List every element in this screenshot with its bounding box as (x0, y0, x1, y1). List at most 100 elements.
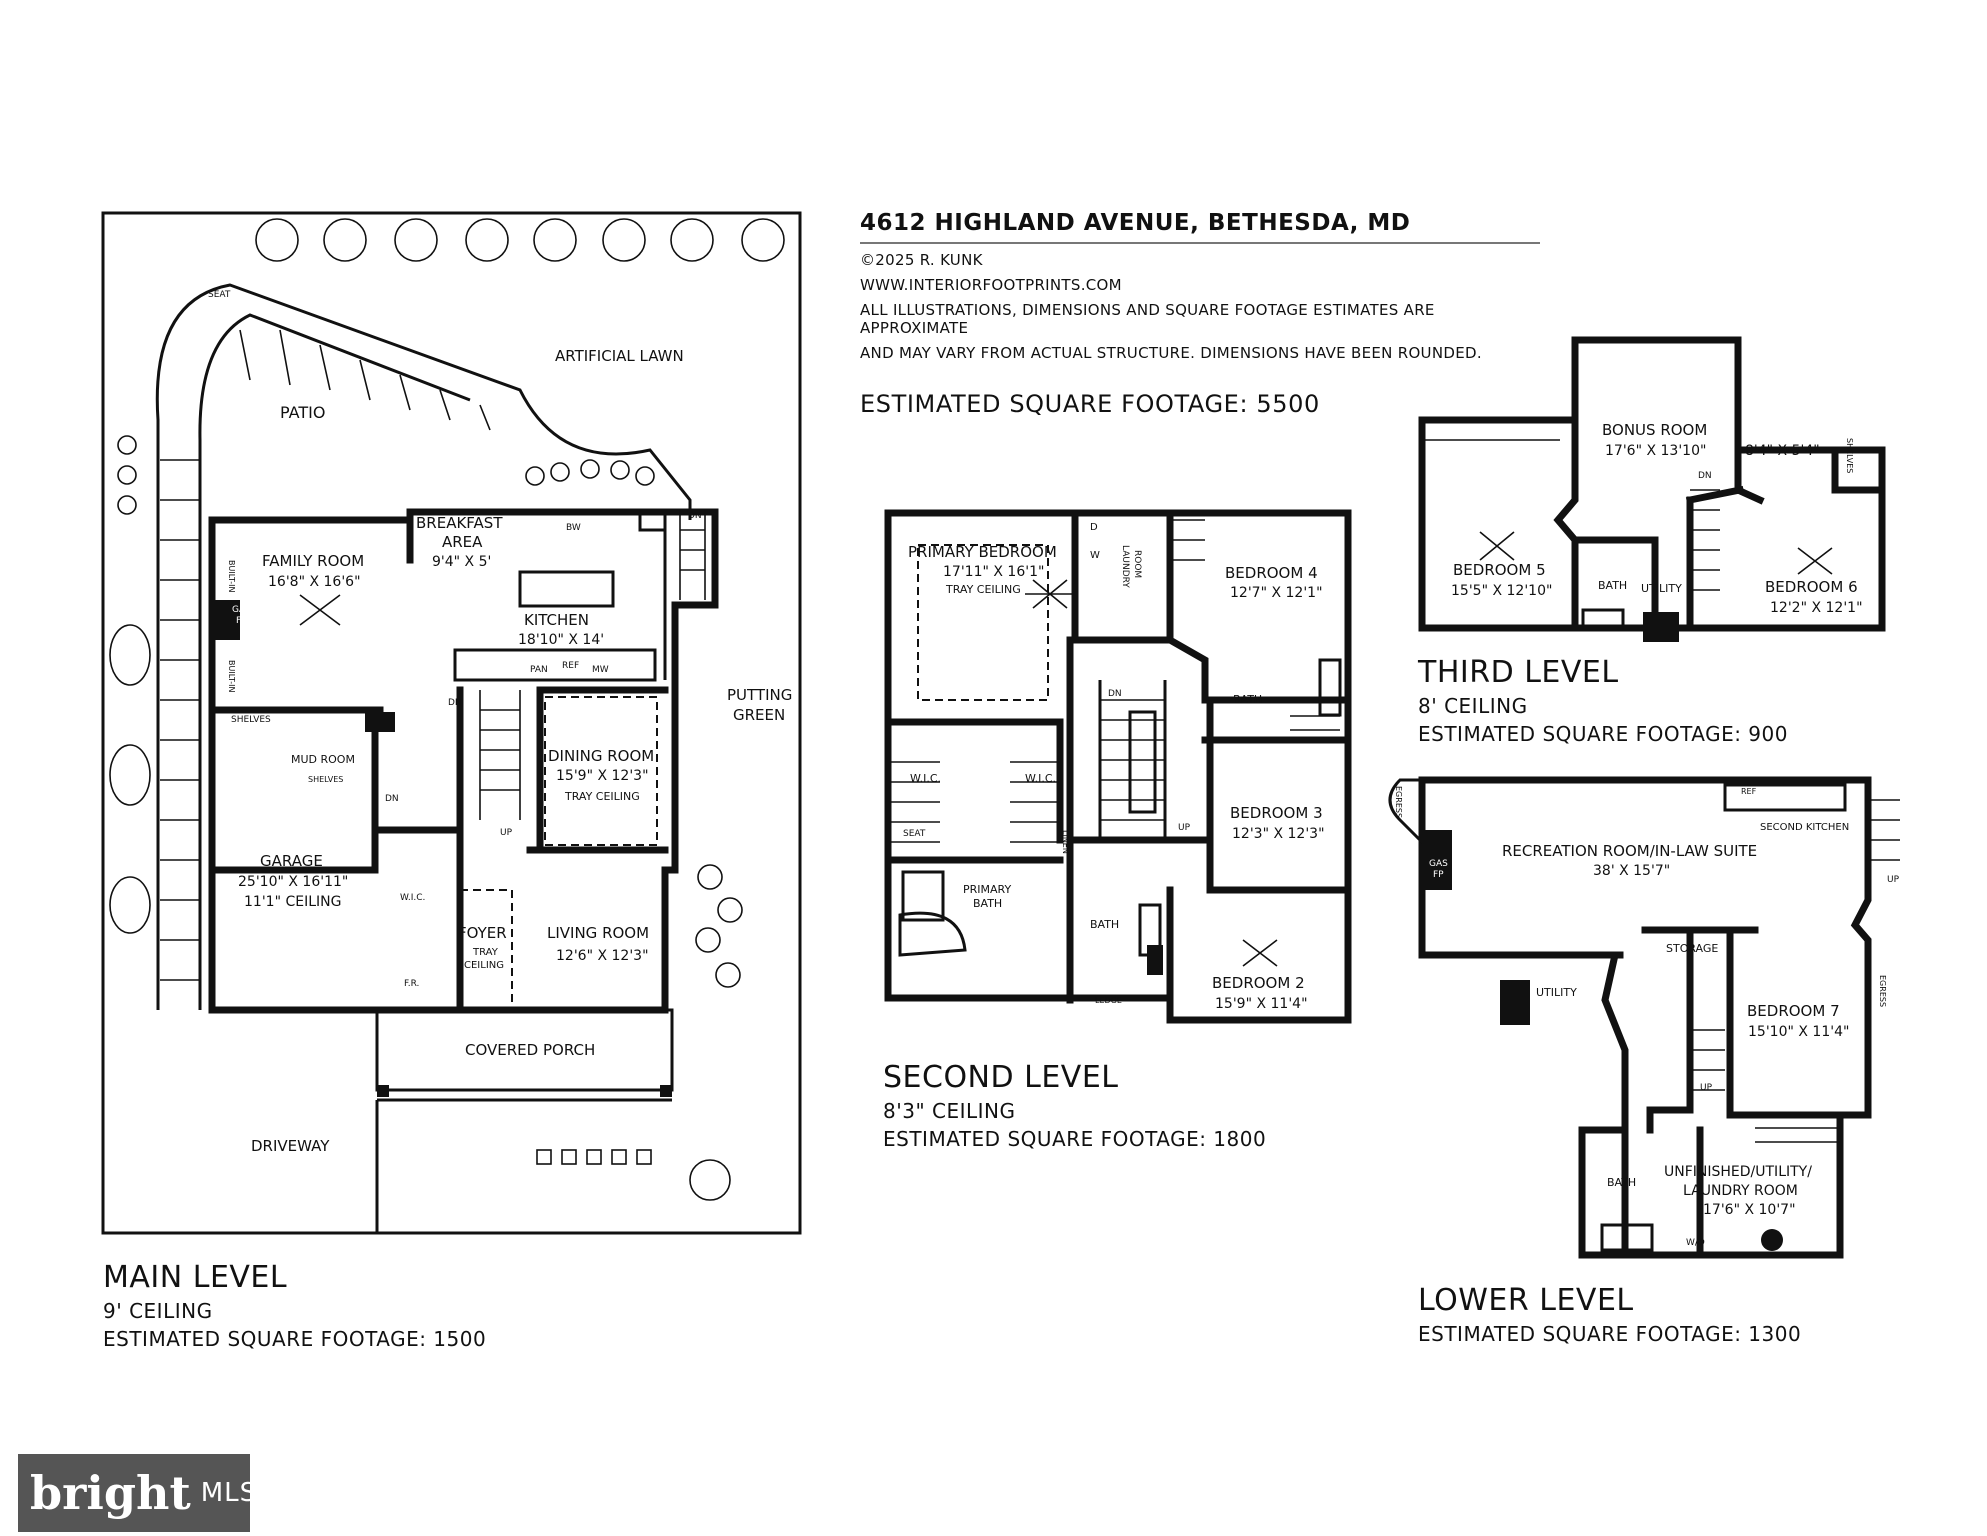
second-label-primary-dim: 17'11" X 16'1" (943, 564, 1044, 580)
main-label-built-in-1: BUILT-IN (227, 560, 236, 592)
lower-label-bath: BATH (1607, 1176, 1636, 1189)
second-label-primary-bath-2: BATH (973, 897, 1002, 910)
main-label-breakfast-dim: 9'4" X 5' (432, 554, 491, 570)
lower-label-ref: REF (1741, 787, 1757, 796)
lower-level-plan: EGRESS EGRESS REF SECOND KITCHEN RECREAT… (1388, 776, 1900, 1259)
lot-boundary (101, 211, 802, 1235)
main-label-living-dim: 12'6" X 12'3" (556, 948, 649, 964)
lower-label-up-2: UP (1700, 1083, 1713, 1093)
main-label-foyer: FOYER (458, 924, 507, 942)
main-label-green: GREEN (733, 706, 785, 724)
disclaimer-line-2: AND MAY VARY FROM ACTUAL STRUCTURE. DIME… (860, 344, 1482, 362)
third-label-dn: DN (1698, 471, 1712, 481)
main-level-name: MAIN LEVEL (103, 1260, 288, 1295)
lower-label-unfinished-dim: 17'6" X 10'7" (1703, 1202, 1796, 1218)
main-label-kitchen-dim: 18'10" X 14' (518, 632, 604, 648)
third-label-bedroom5: BEDROOM 5 (1453, 561, 1546, 579)
second-label-bedroom3-dim: 12'3" X 12'3" (1232, 826, 1325, 842)
second-level-ceiling: 8'3" CEILING (883, 1099, 1016, 1123)
logo-suffix: MLS (200, 1478, 258, 1508)
main-label-dn-2: DN (688, 511, 702, 521)
lower-label-recreation-dim: 38' X 15'7" (1593, 863, 1670, 879)
main-label-covered-porch: COVERED PORCH (465, 1041, 595, 1059)
main-label-up-1: UP (500, 828, 513, 838)
second-label-laundry-room: ROOM (1132, 550, 1142, 578)
second-label-bedroom4-dim: 12'7" X 12'1" (1230, 585, 1323, 601)
second-label-bedroom2-dim: 15'9" X 11'4" (1215, 996, 1308, 1012)
plan-header: 4612 HIGHLAND AVENUE, BETHESDA, MD ©2025… (860, 210, 1540, 418)
kitchen-island (518, 570, 615, 608)
third-label-bath: BATH (1598, 579, 1627, 592)
main-label-breakfast: BREAKFAST (416, 514, 503, 532)
tree-row (109, 218, 785, 1201)
main-label-shelves-2: SHELVES (308, 775, 343, 784)
second-label-primary-bedroom: PRIMARY BEDROOM (908, 543, 1057, 561)
third-label-utility: UTILITY (1641, 582, 1682, 595)
third-label-bedroom5-dim: 15'5" X 12'10" (1451, 583, 1552, 599)
main-label-family-room: FAMILY ROOM (262, 552, 364, 570)
logo-brand: bright (30, 1466, 191, 1520)
main-label-living-room: LIVING ROOM (547, 924, 649, 942)
lower-label-wd: W/D (1686, 1238, 1705, 1248)
third-label-shelves: SHELVES (1845, 438, 1854, 473)
main-level-sqft: ESTIMATED SQUARE FOOTAGE: 1500 (103, 1327, 487, 1351)
main-label-family-dim: 16'8" X 16'6" (268, 574, 361, 590)
second-label-ledge: LEDGE (1095, 996, 1122, 1005)
main-level-plan: SEAT ARTIFICIAL LAWN PATIO BREAKFAST ARE… (101, 211, 802, 1235)
lower-label-gas: GAS (1429, 859, 1448, 869)
second-level-sqft: ESTIMATED SQUARE FOOTAGE: 1800 (883, 1127, 1267, 1151)
second-level-caption: SECOND LEVEL 8'3" CEILING ESTIMATED SQUA… (883, 1060, 1266, 1151)
main-label-patio: PATIO (280, 403, 325, 422)
second-label-bath-2: BATH (1090, 918, 1119, 931)
second-label-linen: LINEN (1061, 830, 1070, 854)
disclaimer-line-1: ALL ILLUSTRATIONS, DIMENSIONS AND SQUARE… (860, 301, 1435, 337)
second-label-up: UP (1178, 823, 1191, 833)
main-label-tray: TRAY (472, 947, 499, 958)
main-level-caption: MAIN LEVEL 9' CEILING ESTIMATED SQUARE F… (103, 1260, 486, 1351)
lower-label-laundry-room: LAUNDRY ROOM (1683, 1183, 1798, 1199)
second-label-seat: SEAT (903, 829, 926, 839)
lower-level-caption: LOWER LEVEL ESTIMATED SQUARE FOOTAGE: 13… (1418, 1283, 1801, 1346)
main-label-putting: PUTTING (727, 686, 792, 704)
main-label-dn-1: DN (448, 698, 462, 708)
second-label-bedroom2: BEDROOM 2 (1212, 974, 1305, 992)
third-level-sqft: ESTIMATED SQUARE FOOTAGE: 900 (1418, 722, 1788, 746)
third-level-name: THIRD LEVEL (1418, 655, 1619, 690)
main-label-dining-room: DINING ROOM (548, 747, 654, 765)
second-level-name: SECOND LEVEL (883, 1060, 1119, 1095)
main-label-driveway: DRIVEWAY (251, 1137, 330, 1155)
second-label-bedroom3: BEDROOM 3 (1230, 804, 1323, 822)
lower-label-egress-2: EGRESS (1878, 975, 1887, 1007)
third-label-bonus-dim: 17'6" X 13'10" (1605, 443, 1706, 459)
main-label-gas: GAS (232, 605, 251, 615)
third-label-bedroom6: BEDROOM 6 (1765, 578, 1858, 596)
total-square-footage: ESTIMATED SQUARE FOOTAGE: 5500 (860, 390, 1320, 418)
second-label-w: W (1090, 550, 1100, 561)
lower-label-fp: FP (1433, 870, 1444, 880)
main-label-seat: SEAT (208, 290, 231, 300)
second-label-wic-1: W.I.C. (910, 772, 941, 785)
second-label-dn: DN (1108, 689, 1122, 699)
third-label-closet-dim: 8'4" X 5'4" (1745, 443, 1820, 459)
main-level-ceiling: 9' CEILING (103, 1299, 213, 1323)
second-label-d: D (1090, 522, 1098, 533)
third-level-caption: THIRD LEVEL 8' CEILING ESTIMATED SQUARE … (1418, 655, 1788, 746)
lower-label-second-kitchen: SECOND KITCHEN (1760, 822, 1849, 833)
main-label-garage-dim: 25'10" X 16'11" (238, 874, 348, 890)
lower-label-unfinished: UNFINISHED/UTILITY/ (1664, 1164, 1812, 1180)
main-label-artificial-lawn: ARTIFICIAL LAWN (555, 347, 684, 365)
fireplace (212, 600, 240, 640)
patio-walkway (155, 283, 692, 1010)
main-label-tray-ceiling: TRAY CEILING (564, 790, 640, 803)
second-label-bedroom4: BEDROOM 4 (1225, 564, 1318, 582)
main-label-mw: MW (592, 665, 609, 675)
main-label-bw: BW (566, 523, 581, 533)
second-label-wic-2: W.I.C. (1025, 772, 1056, 785)
third-level-plan: BONUS ROOM 17'6" X 13'10" 8'4" X 5'4" SH… (1418, 336, 1886, 642)
main-label-wic: W.I.C. (400, 893, 425, 903)
second-label-bath-1: BATH (1233, 693, 1262, 706)
lower-level-name: LOWER LEVEL (1418, 1283, 1634, 1318)
main-label-built-in-2: BUILT-IN (227, 660, 236, 692)
lower-label-bedroom7-dim: 15'10" X 11'4" (1748, 1024, 1849, 1040)
